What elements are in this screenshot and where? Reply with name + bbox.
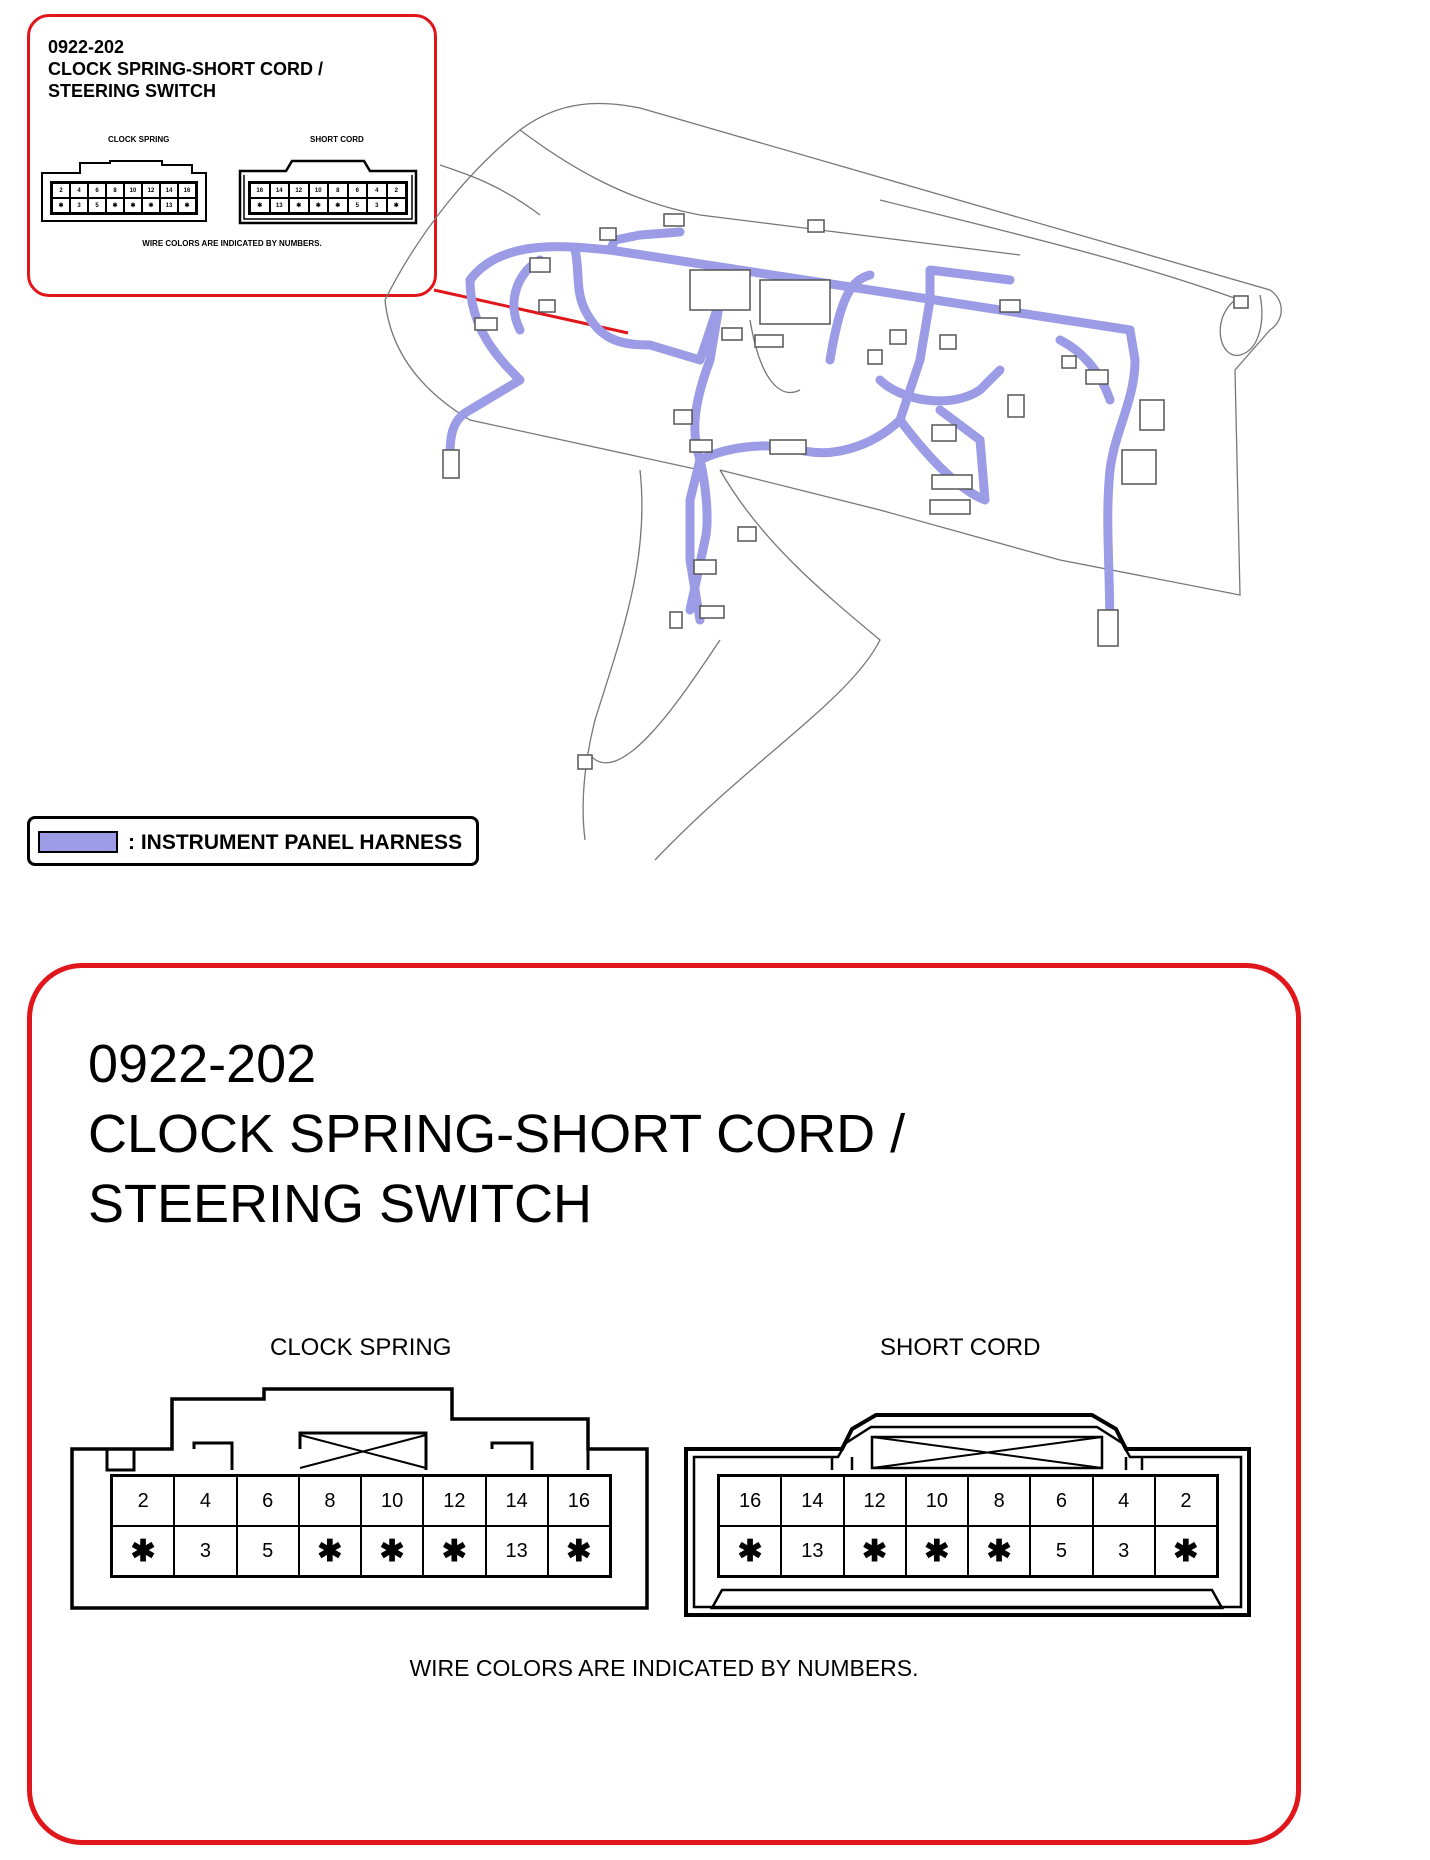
legend-swatch — [38, 831, 118, 853]
clock-spring-pin: 16 — [178, 183, 196, 198]
clock-spring-pin: ✱ — [52, 198, 70, 213]
short-cord-pin: ✱ — [968, 1526, 1031, 1576]
clock-spring-pin: 13 — [485, 1526, 548, 1576]
instrument-panel-harness-drawing — [384, 102, 1282, 861]
clock-spring-pin: ✱ — [178, 198, 196, 213]
clock-spring-pin: 4 — [174, 1476, 237, 1526]
short-cord-pin: 5 — [347, 198, 367, 213]
short-cord-pin: 13 — [269, 198, 289, 213]
clock-spring-pin: ✱ — [106, 198, 124, 213]
short-cord-pin: ✱ — [905, 1526, 968, 1576]
big-connector-shells — [70, 1387, 1251, 1617]
clock-spring-pin: 12 — [423, 1476, 486, 1526]
clock-spring-pin: ✱ — [112, 1526, 175, 1576]
small-connector-callout: 0922-202 CLOCK SPRING-SHORT CORD / STEER… — [27, 14, 437, 297]
legend-text: : INSTRUMENT PANEL HARNESS — [128, 831, 463, 854]
small-callout-note: WIRE COLORS ARE INDICATED BY NUMBERS. — [142, 239, 322, 248]
clock-spring-pin: 4 — [70, 183, 88, 198]
short-cord-pin: 8 — [968, 1476, 1031, 1526]
short-cord-pin: 6 — [1030, 1476, 1093, 1526]
clock-spring-pin: 8 — [106, 183, 124, 198]
big-callout-title-line2: STEERING SWITCH — [88, 1174, 593, 1234]
short-cord-pin: 12 — [289, 183, 309, 198]
big-connector-callout: 0922-202 CLOCK SPRING-SHORT CORD / STEER… — [27, 963, 1301, 1845]
short-cord-pin: 10 — [308, 183, 328, 198]
short-cord-pin: 8 — [328, 183, 348, 198]
short-cord-pin: 2 — [1154, 1476, 1217, 1526]
clock-spring-pin: ✱ — [423, 1526, 486, 1576]
clock-spring-pin: 12 — [142, 183, 160, 198]
short-cord-pin: 14 — [781, 1476, 844, 1526]
short-cord-pin: 6 — [347, 183, 367, 198]
short-cord-pin: ✱ — [1154, 1526, 1217, 1576]
short-cord-pin: 4 — [1092, 1476, 1155, 1526]
clock-spring-pin: ✱ — [361, 1526, 424, 1576]
big-callout-code: 0922-202 — [88, 1034, 317, 1094]
clock-spring-pin: 5 — [88, 198, 106, 213]
dashboard-outline — [384, 102, 1282, 861]
clock-spring-pin: 6 — [236, 1476, 299, 1526]
clock-spring-pin: 13 — [160, 198, 178, 213]
clock-spring-pin: 5 — [236, 1526, 299, 1576]
short-cord-pin: 16 — [719, 1476, 782, 1526]
short-cord-pin: 10 — [905, 1476, 968, 1526]
small-callout-code: 0922-202 — [48, 37, 125, 57]
short-cord-pin: ✱ — [328, 198, 348, 213]
harness-connectors — [442, 213, 1249, 770]
short-cord-pin: 12 — [843, 1476, 906, 1526]
clock-spring-pin: 3 — [174, 1526, 237, 1576]
clock-spring-pin: 3 — [70, 198, 88, 213]
clock-spring-pin: ✱ — [124, 198, 142, 213]
clock-spring-pin: 8 — [298, 1476, 361, 1526]
big-callout-title-line1: CLOCK SPRING-SHORT CORD / — [88, 1104, 906, 1164]
short-cord-pin: 5 — [1030, 1526, 1093, 1576]
small-callout-title-line1: CLOCK SPRING-SHORT CORD / — [48, 59, 324, 79]
clock-spring-pin: 16 — [547, 1476, 610, 1526]
short-cord-pin: 14 — [269, 183, 289, 198]
clock-spring-pin: 14 — [160, 183, 178, 198]
short-cord-pin: 13 — [781, 1526, 844, 1576]
short-cord-pin: 3 — [1092, 1526, 1155, 1576]
clock-spring-pin: 2 — [52, 183, 70, 198]
short-cord-pin: ✱ — [386, 198, 406, 213]
clock-spring-pin: ✱ — [298, 1526, 361, 1576]
clock-spring-pin: 2 — [112, 1476, 175, 1526]
small-short-cord-label: SHORT CORD — [310, 135, 364, 144]
clock-spring-pin: 6 — [88, 183, 106, 198]
short-cord-pin: 3 — [367, 198, 387, 213]
short-cord-pin: ✱ — [308, 198, 328, 213]
clock-spring-pin: 10 — [361, 1476, 424, 1526]
short-cord-pin: ✱ — [719, 1526, 782, 1576]
short-cord-pin: ✱ — [843, 1526, 906, 1576]
big-clock-spring-label: CLOCK SPRING — [270, 1334, 452, 1361]
short-cord-pin: ✱ — [250, 198, 270, 213]
big-short-cord-label: SHORT CORD — [880, 1334, 1041, 1361]
small-connector-shells — [41, 159, 418, 225]
short-cord-pin: ✱ — [289, 198, 309, 213]
short-cord-pin: 2 — [386, 183, 406, 198]
small-callout-title-line2: STEERING SWITCH — [48, 81, 217, 101]
short-cord-pin: 16 — [250, 183, 270, 198]
clock-spring-pin: ✱ — [142, 198, 160, 213]
big-callout-note: WIRE COLORS ARE INDICATED BY NUMBERS. — [409, 1655, 919, 1681]
clock-spring-pin: 14 — [485, 1476, 548, 1526]
harness-legend: : INSTRUMENT PANEL HARNESS — [27, 816, 479, 866]
clock-spring-pin: ✱ — [547, 1526, 610, 1576]
small-clock-spring-label: CLOCK SPRING — [108, 135, 170, 144]
short-cord-pin: 4 — [367, 183, 387, 198]
clock-spring-pin: 10 — [124, 183, 142, 198]
